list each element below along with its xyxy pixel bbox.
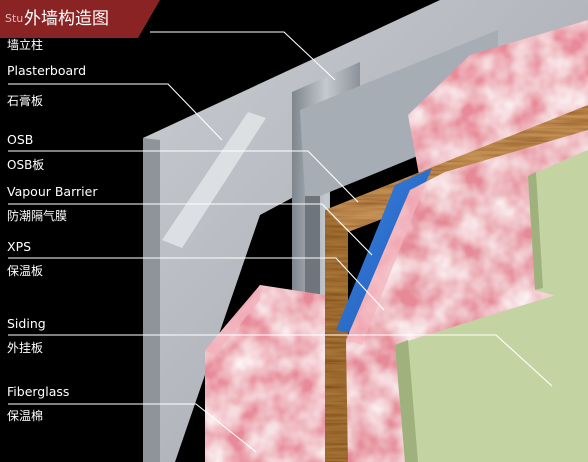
plasterboard-edge xyxy=(143,138,160,462)
label-fiberglass-cn: 保温棉 xyxy=(7,409,44,423)
siding-panel-upper xyxy=(528,150,588,305)
label-vapour-cn: 防潮隔气膜 xyxy=(7,209,68,223)
title-prefix: Stu xyxy=(5,12,24,25)
osb-board xyxy=(325,105,588,462)
callout-line-plasterboard xyxy=(8,83,223,141)
fiberglass-batt-side xyxy=(205,290,260,355)
siding-panel-lower-edge xyxy=(395,340,418,462)
label-osb-cn: OSB板 xyxy=(7,158,45,172)
callout-line-osb xyxy=(8,150,359,203)
label-siding-en: Siding xyxy=(7,316,46,331)
callout-line-stud xyxy=(150,31,336,81)
callout-lines xyxy=(8,31,553,453)
label-xps-cn: 保温板 xyxy=(7,264,44,278)
page-title: 外墙构造图 xyxy=(24,9,109,29)
label-plasterboard-cn: 石膏板 xyxy=(7,94,44,108)
callout-line-xps xyxy=(8,257,385,311)
callout-line-vapour xyxy=(8,203,373,256)
title-banner xyxy=(0,0,160,38)
label-xps-en: XPS xyxy=(7,239,32,254)
label-siding-cn: 外挂板 xyxy=(7,341,44,355)
label-stud-cn: 墙立柱 xyxy=(7,38,44,52)
callout-line-siding xyxy=(8,334,553,387)
label-plasterboard-en: Plasterboard xyxy=(7,63,87,78)
siding-panel-lower xyxy=(395,285,588,462)
siding-panel-upper-edge xyxy=(528,172,543,290)
osb-edge xyxy=(325,210,348,462)
xps-bevel xyxy=(346,185,425,345)
label-vapour-en: Vapour Barrier xyxy=(7,184,98,199)
steel-stud-flange xyxy=(300,30,498,196)
callout-line-fiberglass xyxy=(8,403,257,453)
label-osb-en: OSB xyxy=(7,132,34,147)
label-fiberglass-en: Fiberglass xyxy=(7,384,70,399)
plasterboard-groove xyxy=(162,112,266,248)
